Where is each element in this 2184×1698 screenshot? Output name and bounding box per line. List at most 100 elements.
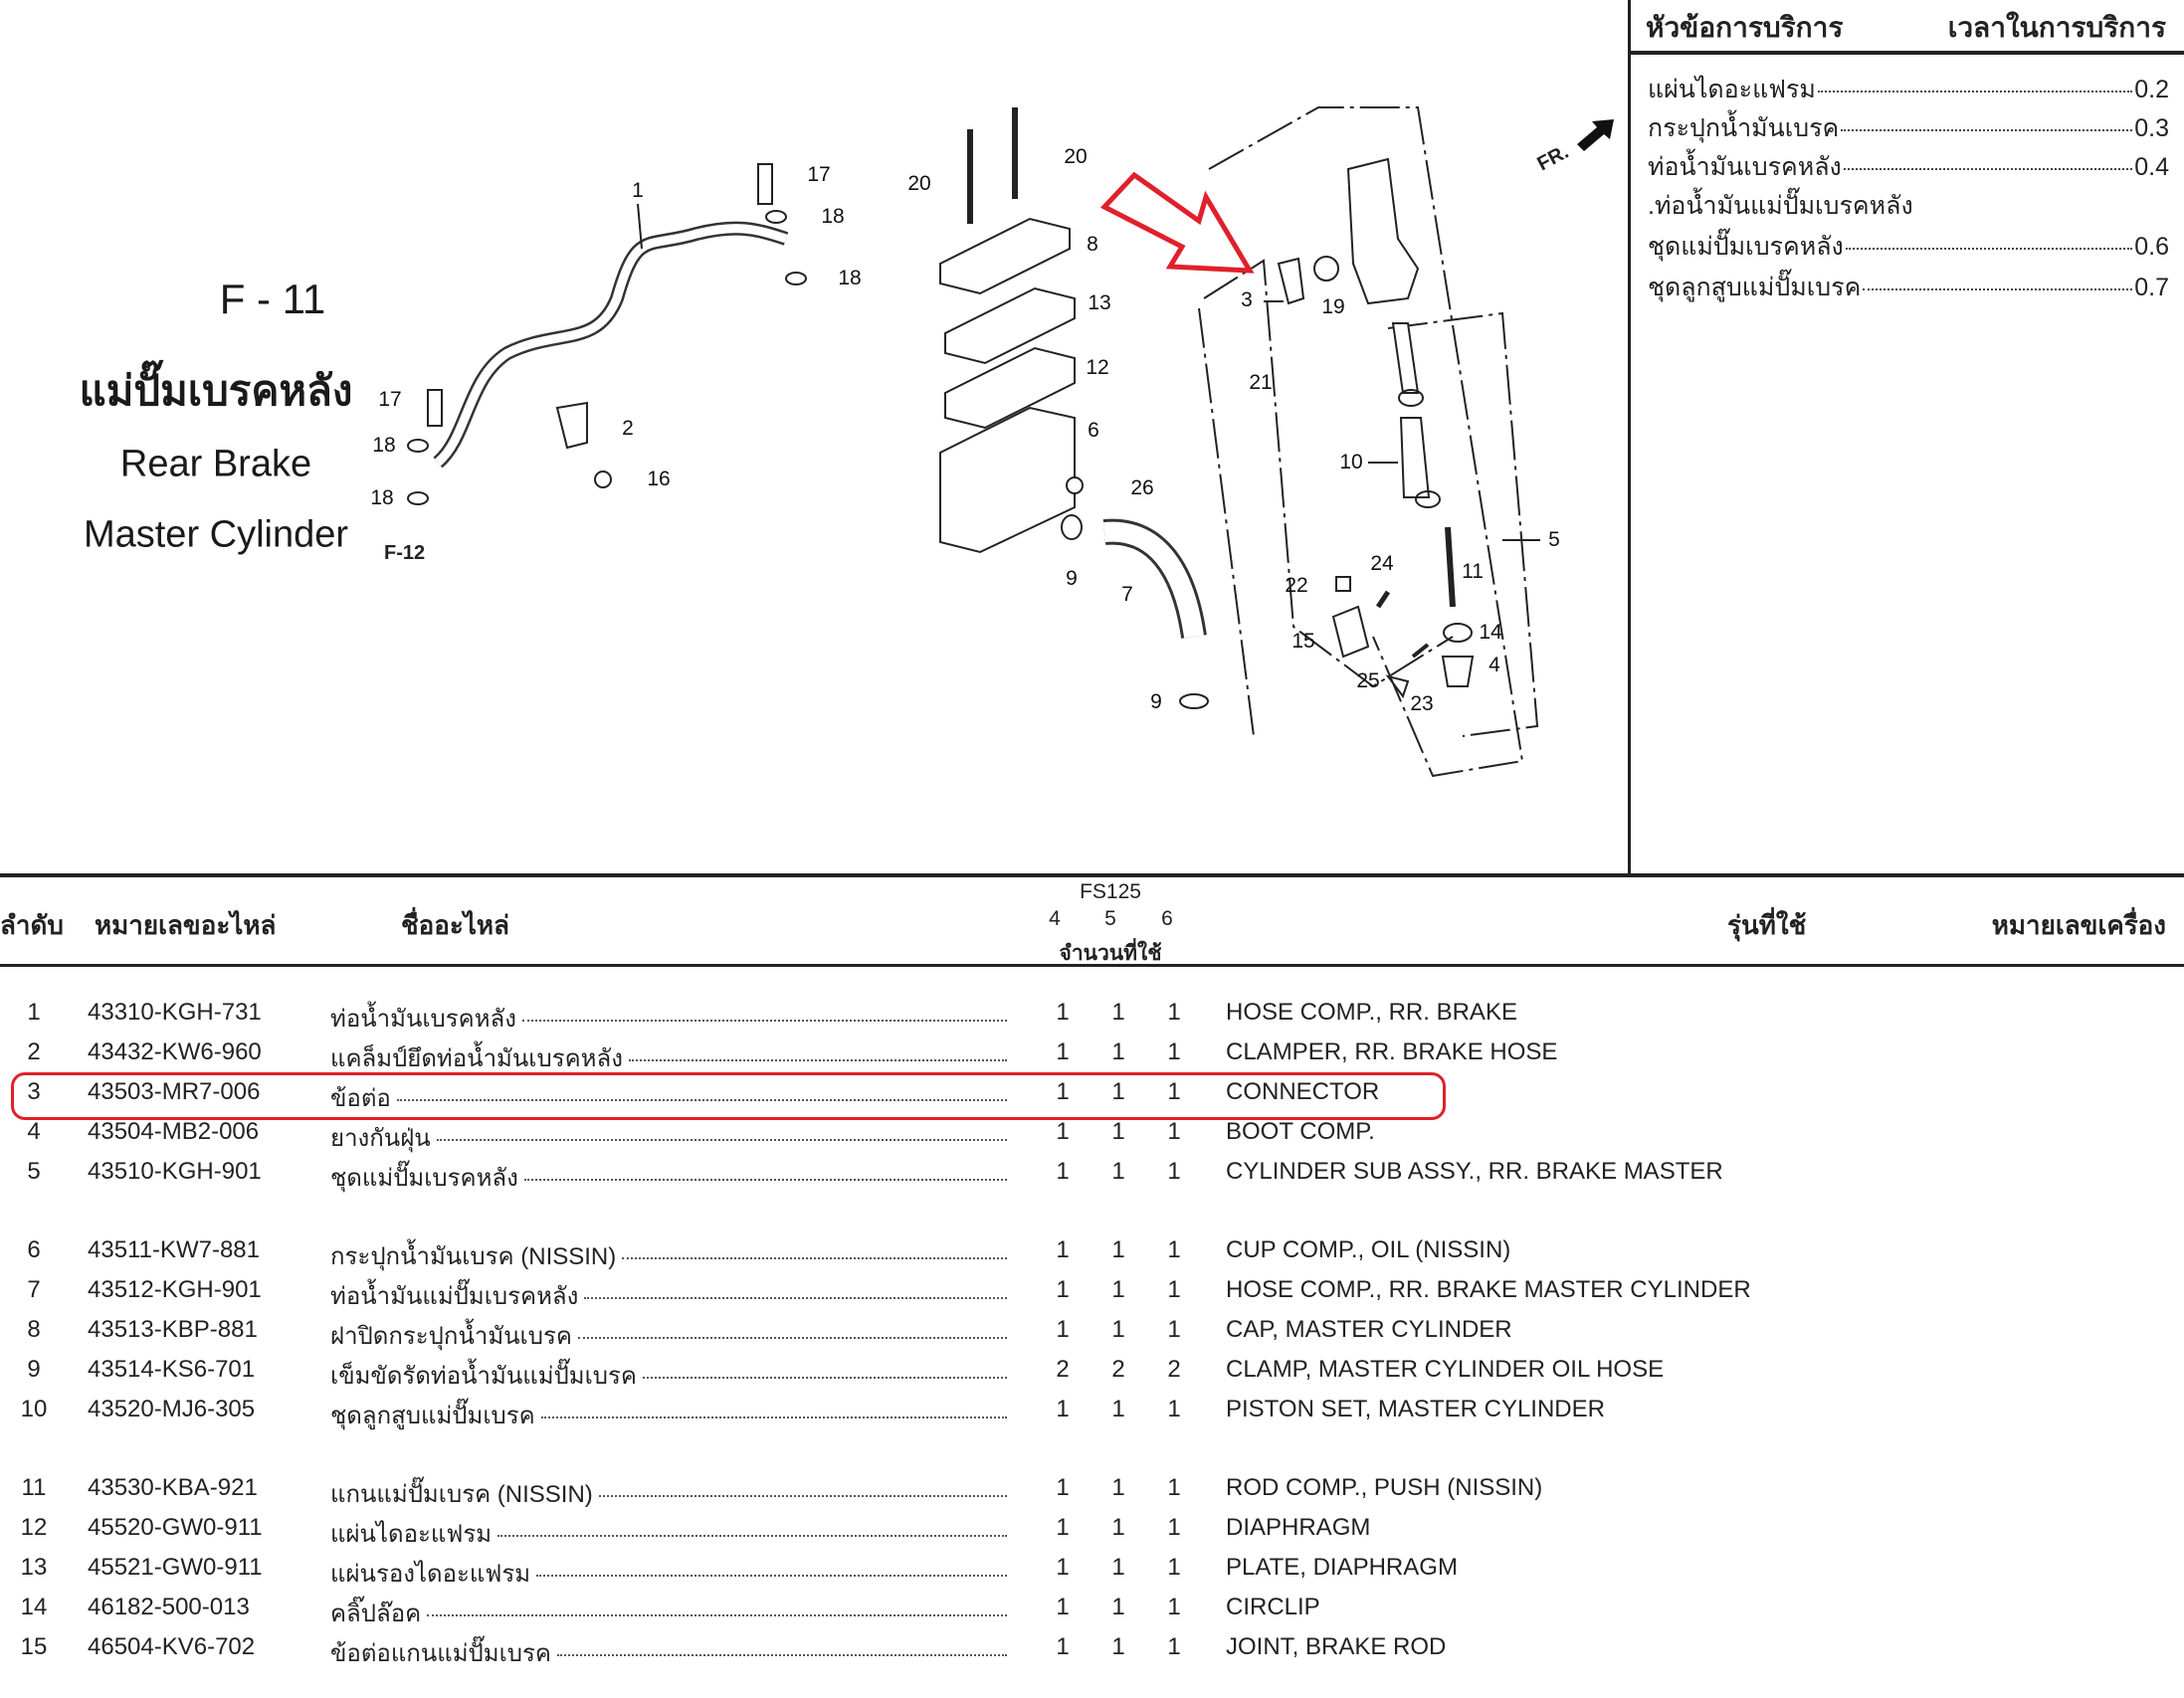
qty-6: 1	[1167, 1276, 1181, 1303]
part-name-thai: ชุดลูกสูบแม่ปั๊มเบรค	[330, 1403, 535, 1429]
callout: 17	[807, 163, 831, 186]
callout: 6	[1088, 419, 1099, 442]
service-row: .ท่อน้ำมันแม่ปั๊มเบรคหลัง	[1648, 186, 2169, 226]
row-index: 7	[27, 1276, 41, 1303]
part-name-english: CUP COMP., OIL (NISSIN)	[1226, 1236, 1511, 1263]
row-index: 4	[27, 1118, 41, 1145]
qty-4: 1	[1056, 1633, 1070, 1660]
dot-leader	[497, 1535, 1007, 1537]
service-header-divider	[1631, 51, 2184, 55]
part-name-cell: คลิ๊ปล๊อค	[330, 1594, 1007, 1632]
part-name-english: PISTON SET, MASTER CYLINDER	[1226, 1396, 1605, 1422]
qty-5: 1	[1111, 1236, 1125, 1263]
qty-5: 1	[1111, 1396, 1125, 1422]
qty-6: 1	[1167, 1474, 1181, 1501]
part-name-english: CLAMPER, RR. BRAKE HOSE	[1226, 1038, 1558, 1065]
row-index: 8	[27, 1316, 41, 1343]
part-name-cell: ข้อต่อ	[330, 1078, 1007, 1117]
part-name-cell: ฝาปิดกระปุกน้ำมันเบรค	[330, 1316, 1007, 1355]
qty-6: 1	[1167, 1633, 1181, 1660]
qty-4: 1	[1056, 1316, 1070, 1343]
qty-5: 1	[1111, 1633, 1125, 1660]
table-row[interactable]: 6 43511-KW7-881 กระปุกน้ำมันเบรค (NISSIN) 1…	[0, 1236, 2184, 1270]
callout: 23	[1410, 692, 1434, 715]
callout: 13	[1088, 291, 1111, 314]
part-name-english: HOSE COMP., RR. BRAKE	[1226, 999, 1517, 1026]
exploded-parts-diagram	[407, 106, 1614, 778]
part-name-english: CLAMP, MASTER CYLINDER OIL HOSE	[1226, 1356, 1665, 1383]
col-header-qty-4: 4	[1049, 907, 1061, 930]
part-name-thai: แผ่นรองไดอะแฟรม	[330, 1561, 531, 1588]
callout: 9	[1150, 690, 1162, 713]
qty-6: 1	[1167, 1316, 1181, 1343]
page-title-thai: แม่ปั๊มเบรคหลัง	[79, 367, 353, 414]
row-index: 11	[21, 1474, 47, 1501]
qty-4: 1	[1056, 1158, 1070, 1185]
qty-5: 1	[1111, 999, 1125, 1026]
callout: 11	[1462, 560, 1484, 583]
part-name-cell: แกนแม่ปั๊มเบรค (NISSIN)	[330, 1474, 1007, 1513]
callout: 15	[1291, 630, 1315, 653]
highlighted-row-outline	[11, 1072, 1446, 1120]
qty-5: 1	[1111, 1514, 1125, 1541]
row-index: 6	[27, 1236, 41, 1263]
part-name-thai: กระปุกน้ำมันเบรค (NISSIN)	[330, 1243, 617, 1270]
page-code: F - 11	[219, 276, 326, 322]
qty-4: 1	[1056, 1554, 1070, 1581]
part-name-english: CONNECTOR	[1226, 1078, 1380, 1105]
col-header-model: FS125	[1080, 880, 1141, 903]
callout: 24	[1370, 552, 1394, 575]
row-index: 5	[27, 1158, 41, 1185]
dot-leader	[556, 1654, 1007, 1656]
part-name-thai: ข้อต่อ	[330, 1085, 391, 1112]
part-number: 43514-KS6-701	[88, 1356, 256, 1383]
part-name-cell: ข้อต่อแกนแม่ปั๊มเบรค	[330, 1633, 1007, 1672]
part-number: 43512-KGH-901	[88, 1276, 262, 1303]
part-name-thai: แผ่นไดอะแฟรม	[330, 1521, 493, 1548]
row-index: 14	[20, 1594, 48, 1620]
col-header-part-no: หมายเลขอะไหล่	[95, 910, 277, 940]
dot-leader	[540, 1416, 1007, 1418]
callout: 7	[1121, 583, 1133, 606]
part-name-cell: ท่อน้ำมันเบรคหลัง	[330, 999, 1007, 1038]
qty-5: 2	[1111, 1356, 1125, 1383]
part-name-cell: ชุดแม่ปั๊มเบรคหลัง	[330, 1158, 1007, 1197]
qty-4: 1	[1056, 999, 1070, 1026]
table-header-rule	[0, 964, 2184, 967]
part-name-cell: เข็มขัดรัดท่อน้ำมันแม่ปั๊มเบรค	[330, 1356, 1007, 1395]
callout: 20	[1064, 145, 1088, 168]
part-name-thai: ท่อน้ำมันเบรคหลัง	[330, 1006, 516, 1033]
service-time: 0.7	[2134, 274, 2169, 301]
service-label: กระปุกน้ำมันเบรค	[1648, 114, 1840, 142]
qty-5: 1	[1111, 1474, 1125, 1501]
highlight-arrow-icon	[1099, 171, 1255, 274]
qty-6: 2	[1167, 1356, 1181, 1383]
part-name-cell: แคล็มป์ยึดท่อน้ำมันเบรคหลัง	[330, 1038, 1007, 1077]
qty-4: 1	[1056, 1396, 1070, 1422]
qty-6: 1	[1167, 1554, 1181, 1581]
part-name-english: CIRCLIP	[1226, 1594, 1320, 1620]
page-title-en-2: Master Cylinder	[83, 513, 349, 556]
service-time: 0.6	[2134, 233, 2169, 261]
dot-leader	[536, 1575, 1007, 1577]
part-number: 43511-KW7-881	[88, 1236, 260, 1263]
